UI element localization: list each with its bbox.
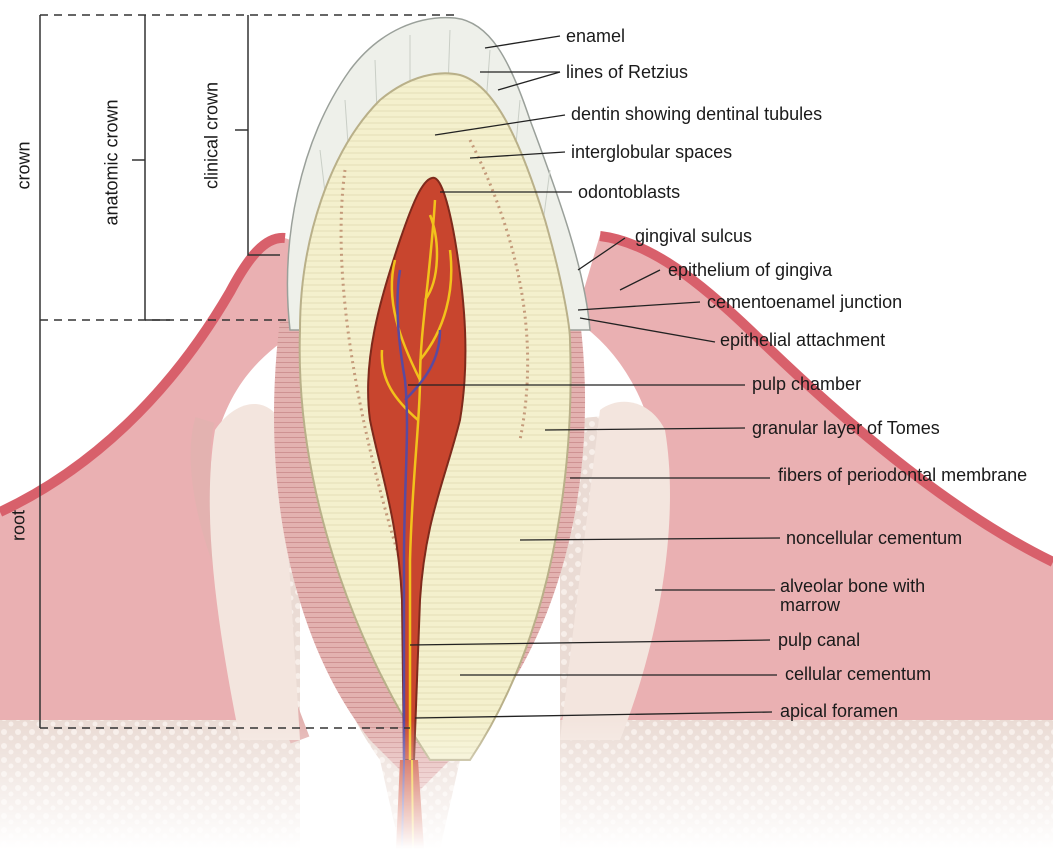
label-fibers-of-periodontal-membrane: fibers of periodontal membrane bbox=[778, 466, 1028, 485]
clinical-crown-label: clinical crown bbox=[202, 76, 223, 196]
label-epithelial-attachment: epithelial attachment bbox=[720, 330, 885, 350]
label-gingival-sulcus: gingival sulcus bbox=[635, 226, 752, 246]
label-dentin: dentin showing dentinal tubules bbox=[571, 104, 822, 124]
label-enamel: enamel bbox=[566, 26, 625, 46]
label-pulp-canal: pulp canal bbox=[778, 630, 860, 650]
label-noncellular-cementum: noncellular cementum bbox=[786, 528, 962, 548]
label-pulp-chamber: pulp chamber bbox=[752, 374, 861, 394]
label-cementoenamel-junction: cementoenamel junction bbox=[707, 292, 902, 312]
crown-label: crown bbox=[14, 136, 35, 196]
label-interglobular-spaces: interglobular spaces bbox=[571, 142, 732, 162]
leader-enamel bbox=[485, 36, 560, 48]
label-apical-foramen: apical foramen bbox=[780, 701, 898, 721]
label-granular-layer-of-tomes: granular layer of Tomes bbox=[752, 418, 940, 438]
clinical-crown-bracket bbox=[248, 15, 280, 255]
label-lines-of-retzius: lines of Retzius bbox=[566, 62, 688, 82]
root-label: root bbox=[9, 501, 30, 551]
anatomic-crown-label: anatomic crown bbox=[102, 106, 123, 226]
label-epithelium-of-gingiva: epithelium of gingiva bbox=[668, 260, 832, 280]
label-cellular-cementum: cellular cementum bbox=[785, 664, 931, 684]
label-alveolar-bone-with-marrow: alveolar bone with marrow bbox=[780, 577, 960, 615]
label-odontoblasts: odontoblasts bbox=[578, 182, 680, 202]
